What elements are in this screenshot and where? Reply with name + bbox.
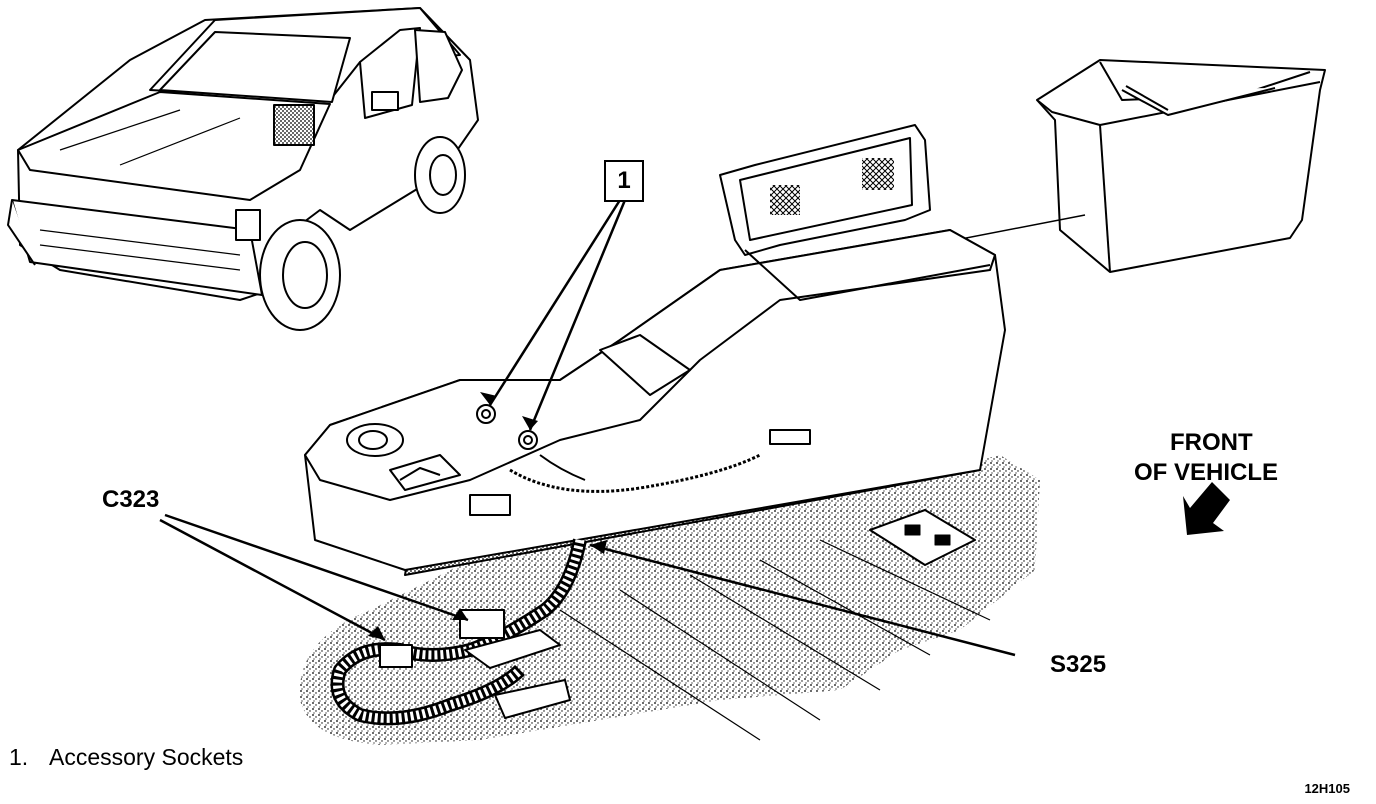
console-icon xyxy=(304,124,1006,576)
harness-icon xyxy=(330,509,976,726)
legend-label: Accessory Sockets xyxy=(49,744,244,770)
s325-label: S325 xyxy=(1050,651,1107,678)
front-arrow-icon xyxy=(1183,482,1230,535)
vehicle-illustration-icon xyxy=(7,7,479,331)
figure-id: 12H105 xyxy=(1304,781,1350,796)
floor-carpet xyxy=(299,455,1040,745)
arrowheads xyxy=(368,392,607,640)
leader-lines xyxy=(159,199,1016,657)
storage-tray-icon xyxy=(1036,59,1326,273)
legend: 1. Accessory Sockets xyxy=(9,744,243,771)
legend-number: 1. xyxy=(9,744,29,770)
c323-label: C323 xyxy=(102,486,160,513)
item-1-callout-box: 1 xyxy=(604,160,644,202)
front-label-line1: FRONT xyxy=(1170,429,1253,456)
front-label-line2: OF VEHICLE xyxy=(1134,459,1279,486)
